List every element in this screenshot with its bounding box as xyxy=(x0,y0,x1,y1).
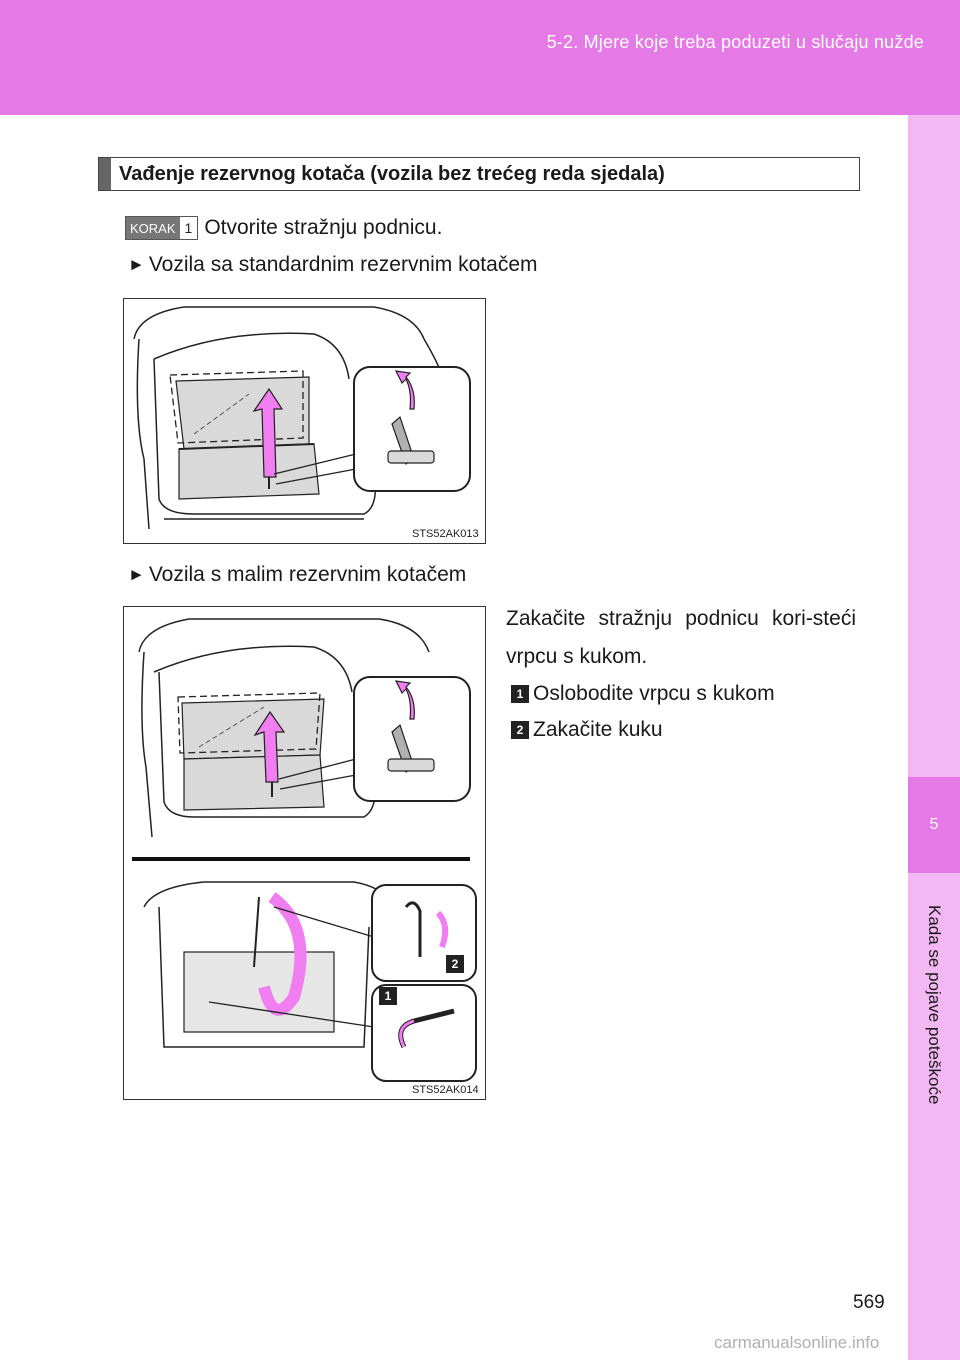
step-1: KORAK 1 Otvorite stražnju podnicu. xyxy=(125,216,442,240)
item-text: Zakačite kuku xyxy=(533,718,663,741)
watermark: carmanualsonline.info xyxy=(714,1333,880,1352)
header-band xyxy=(0,0,960,115)
item-number-badge: 1 xyxy=(511,685,529,703)
step-badge-word: KORAK xyxy=(126,217,180,239)
bullet-standard-spare: ► Vozila sa standardnim rezervnim kotače… xyxy=(128,253,538,277)
section-title-bar xyxy=(99,158,111,190)
chapter-side-strip xyxy=(908,115,960,1360)
section-title: Vađenje rezervnog kotača (vozila bez tre… xyxy=(119,162,665,185)
figure-small-spare: 2 1 STS52AK014 xyxy=(123,606,486,1100)
breadcrumb: 5-2. Mjere koje treba poduzeti u slučaju… xyxy=(546,32,924,52)
step-badge: KORAK 1 xyxy=(125,216,199,240)
bullet-text: Vozila s malim rezervnim kotačem xyxy=(148,563,467,586)
trunk-hook-illustration xyxy=(132,618,477,1082)
callout-1-badge: 1 xyxy=(379,987,397,1005)
step-text: Otvorite stražnju podnicu. xyxy=(204,216,443,239)
step-badge-number: 1 xyxy=(179,217,198,239)
figure-standard-spare: STS52AK013 xyxy=(123,298,486,544)
bullet-marker-icon: ► xyxy=(128,255,145,274)
figure-code: STS52AK014 xyxy=(412,1084,479,1096)
item-text: Oslobodite vrpcu s kukom xyxy=(533,682,775,705)
chapter-tab-number[interactable]: 5 xyxy=(908,777,960,873)
chapter-title: Kada se pojave poteškoće xyxy=(925,905,944,1105)
figure-code: STS52AK013 xyxy=(412,528,479,540)
instruction-item-1: 1 Oslobodite vrpcu s kukom xyxy=(511,682,775,706)
instruction-paragraph: Zakačite stražnju podnicu kori-steći vrp… xyxy=(506,607,856,668)
trunk-illustration xyxy=(133,306,471,530)
bullet-marker-icon: ► xyxy=(128,565,145,584)
page-number: 569 xyxy=(853,1292,885,1313)
item-number-badge: 2 xyxy=(511,721,529,739)
bullet-small-spare: ► Vozila s malim rezervnim kotačem xyxy=(128,563,466,587)
bullet-text: Vozila sa standardnim rezervnim kotačem xyxy=(148,253,538,276)
callout-2-badge: 2 xyxy=(446,955,464,973)
chapter-tab-label: Kada se pojave poteškoće xyxy=(908,880,960,1130)
instruction-item-2: 2 Zakačite kuku xyxy=(511,718,663,742)
section-title-box: Vađenje rezervnog kotača (vozila bez tre… xyxy=(98,157,860,191)
